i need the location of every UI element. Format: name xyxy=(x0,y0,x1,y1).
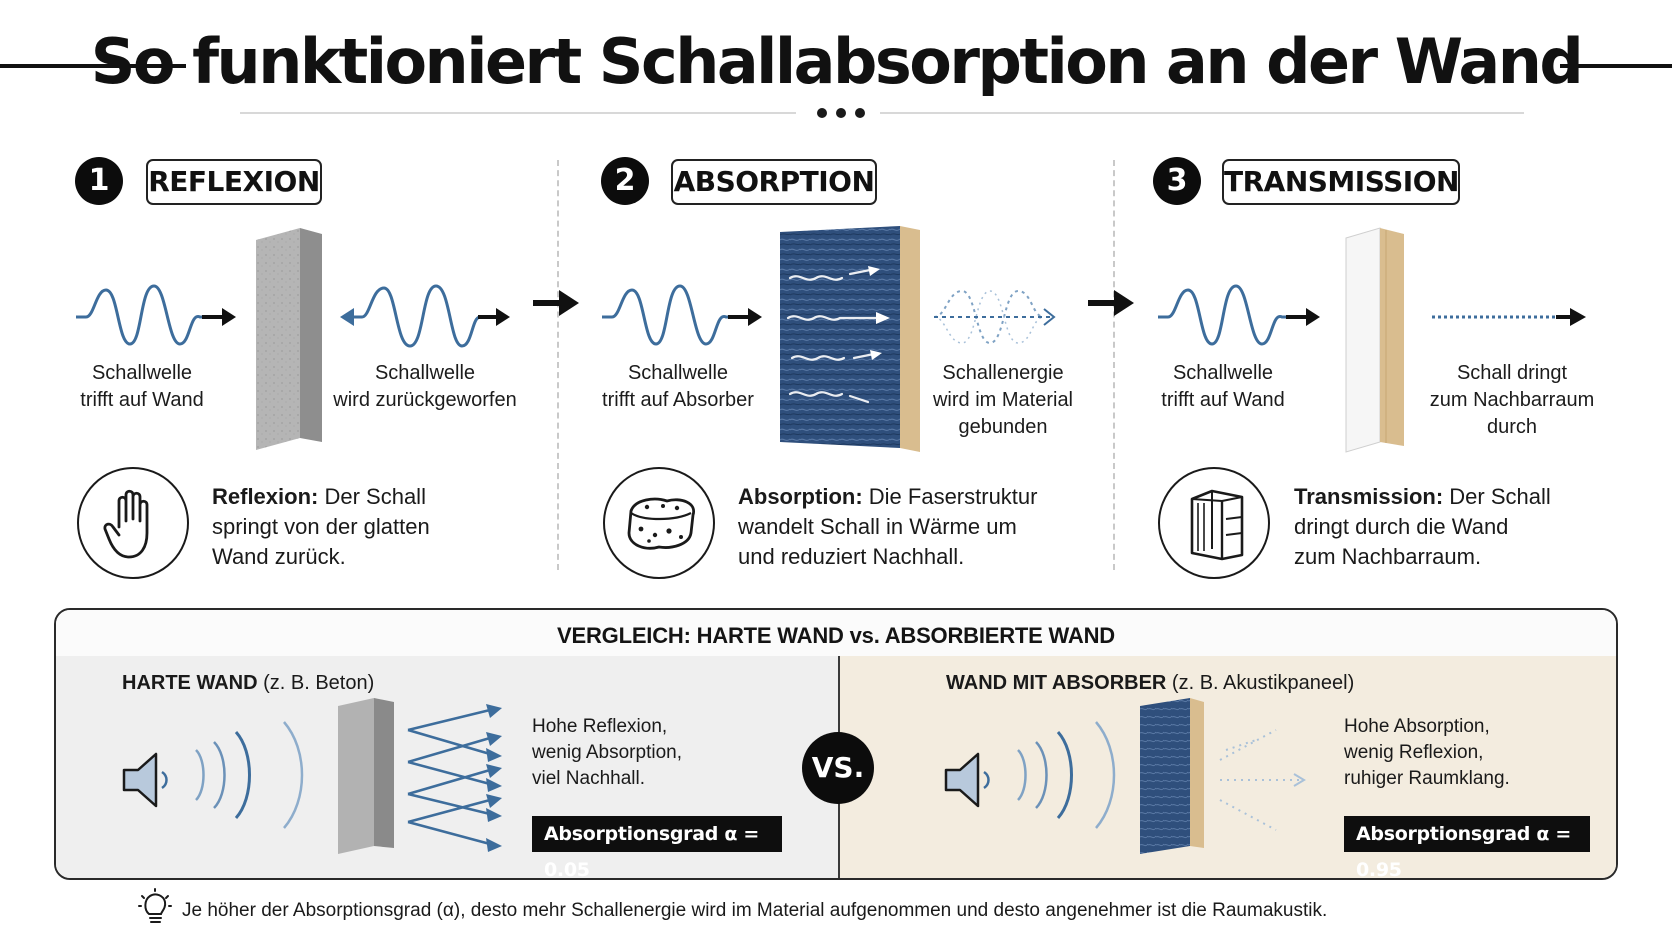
caption-line: Schall dringt xyxy=(1456,362,1568,384)
caption-incoming-2: Schallwelle trifft auf Absorber xyxy=(590,360,766,414)
text-line: wenig Reflexion, xyxy=(1344,742,1484,763)
text-line: ruhiger Raumklang. xyxy=(1344,768,1510,789)
desc-line: Wand zurück. xyxy=(212,544,346,569)
label-rest: (z. B. Beton) xyxy=(257,672,375,694)
caption-absorbed-2: Schallenergie wird im Material gebunden xyxy=(920,360,1086,441)
absorbed-arrows xyxy=(1219,729,1306,831)
caption-line: trifft auf Wand xyxy=(1161,389,1285,411)
column-separator xyxy=(1113,160,1115,570)
absorption-badge-absorber: Absorptionsgrad α = 0.95 xyxy=(1344,816,1590,878)
header-rule-left xyxy=(0,64,186,68)
concrete-block xyxy=(338,698,394,854)
incoming-wave-3 xyxy=(1158,284,1320,346)
text-line: Hohe Absorption, xyxy=(1344,716,1490,737)
absorption-badge-hard: Absorptionsgrad α = 0.05 xyxy=(532,816,782,878)
label-bold: HARTE WAND xyxy=(122,672,258,694)
caption-line: Schallwelle xyxy=(627,362,729,384)
speaker-icon xyxy=(122,752,168,808)
text-line: wenig Absorption, xyxy=(532,742,682,763)
label-bold: WAND MIT ABSORBER xyxy=(946,672,1167,694)
caption-line: wird im Material xyxy=(932,389,1074,411)
desc-term: Transmission: xyxy=(1294,484,1444,509)
description-absorption: Absorption: Die Faserstruktur wandelt Sc… xyxy=(738,482,1078,572)
caption-line: trifft auf Absorber xyxy=(602,389,754,411)
concrete-wall-1 xyxy=(256,228,322,450)
desc-line: Der Schall xyxy=(1443,484,1551,509)
ornament-dot xyxy=(855,108,865,118)
sound-waves-left xyxy=(195,721,304,829)
sound-waves-right xyxy=(1017,721,1116,829)
footer-note: Je höher der Absorptionsgrad (α), desto … xyxy=(182,900,1328,921)
absorber-wall-text: Hohe Absorption, wenig Reflexion, ruhige… xyxy=(1344,714,1510,792)
caption-incoming-3: Schallwelle trifft auf Wand xyxy=(1146,360,1300,414)
desc-term: Absorption: xyxy=(738,484,863,509)
flow-arrow-2 xyxy=(1088,290,1134,316)
hand-icon xyxy=(103,489,149,559)
lightbulb-icon xyxy=(138,888,172,923)
wall-structure-icon xyxy=(1190,489,1244,561)
hard-wall-label: HARTE WAND (z. B. Beton) xyxy=(122,670,374,696)
plasterboard-wall xyxy=(1345,227,1404,453)
transmitted-sound xyxy=(1432,308,1586,326)
subtitle-rule-left xyxy=(240,112,796,114)
column-separator xyxy=(557,160,559,570)
caption-line: Schallenergie xyxy=(942,362,1064,384)
caption-line: Schallwelle xyxy=(374,362,476,384)
reflected-wave-1 xyxy=(340,284,510,348)
caption-line: zum Nachbarraum xyxy=(1429,389,1595,411)
absorber-block xyxy=(1140,698,1204,854)
description-reflexion: Reflexion: Der Schall springt von der gl… xyxy=(212,482,542,572)
flow-arrow-1 xyxy=(533,290,579,316)
caption-incoming-1: Schallwelle trifft auf Wand xyxy=(60,360,224,414)
incoming-wave-1 xyxy=(76,284,236,346)
speaker-icon xyxy=(944,752,990,808)
caption-line: Schallwelle xyxy=(91,362,193,384)
subtitle-rule-right xyxy=(880,112,1524,114)
dissipated-wave xyxy=(933,289,1056,345)
caption-line: durch xyxy=(1486,416,1538,438)
caption-transmitted-3: Schall dringt zum Nachbarraum durch xyxy=(1424,360,1600,441)
step-number-2: 2 xyxy=(601,157,649,205)
absorber-panel xyxy=(780,226,920,452)
desc-line: wandelt Schall in Wärme um xyxy=(738,514,1017,539)
ornament-dot xyxy=(817,108,827,118)
page-title: So funktioniert Schallabsorption an der … xyxy=(90,25,1584,98)
absorber-wall-label: WAND MIT ABSORBER (z. B. Akustikpaneel) xyxy=(946,670,1354,696)
step-number-3: 3 xyxy=(1153,157,1201,205)
desc-line: Der Schall xyxy=(318,484,426,509)
caption-line: wird zurückgeworfen xyxy=(333,389,517,411)
desc-line: zum Nachbarraum. xyxy=(1294,544,1482,569)
hard-wall-text: Hohe Reflexion, wenig Absorption, viel N… xyxy=(532,714,682,792)
hand-icon-circle xyxy=(77,467,189,579)
vs-badge: VS. xyxy=(802,732,874,804)
reflection-arrows xyxy=(407,704,502,852)
wall-structure-icon-circle xyxy=(1158,467,1270,579)
comparison-title: VERGLEICH: HARTE WAND vs. ABSORBIERTE WA… xyxy=(56,610,1616,656)
section-label-transmission: TRANSMISSION xyxy=(1222,159,1460,205)
caption-line: gebunden xyxy=(958,416,1048,438)
desc-term: Reflexion: xyxy=(212,484,319,509)
section-label-reflexion: REFLEXION xyxy=(146,159,322,205)
caption-line: trifft auf Wand xyxy=(80,389,204,411)
sponge-icon xyxy=(627,497,695,550)
step-number-1: 1 xyxy=(75,157,123,205)
label-rest: (z. B. Akustikpaneel) xyxy=(1166,672,1355,694)
caption-reflected-1: Schallwelle wird zurückgeworfen xyxy=(330,360,520,414)
comparison-panel: VERGLEICH: HARTE WAND vs. ABSORBIERTE WA… xyxy=(54,608,1618,880)
sponge-icon-circle xyxy=(603,467,715,579)
description-transmission: Transmission: Der Schall dringt durch di… xyxy=(1294,482,1594,572)
desc-line: und reduziert Nachhall. xyxy=(738,544,965,569)
text-line: viel Nachhall. xyxy=(532,768,645,789)
desc-line: dringt durch die Wand xyxy=(1294,514,1509,539)
caption-line: Schallwelle xyxy=(1172,362,1274,384)
ornament-dot xyxy=(836,108,846,118)
incoming-wave-2 xyxy=(602,284,762,346)
text-line: Hohe Reflexion, xyxy=(532,716,668,737)
header-rule-right xyxy=(1560,64,1672,68)
desc-line: springt von der glatten xyxy=(212,514,430,539)
section-label-absorption: ABSORPTION xyxy=(671,159,877,205)
desc-line: Die Faserstruktur xyxy=(862,484,1038,509)
